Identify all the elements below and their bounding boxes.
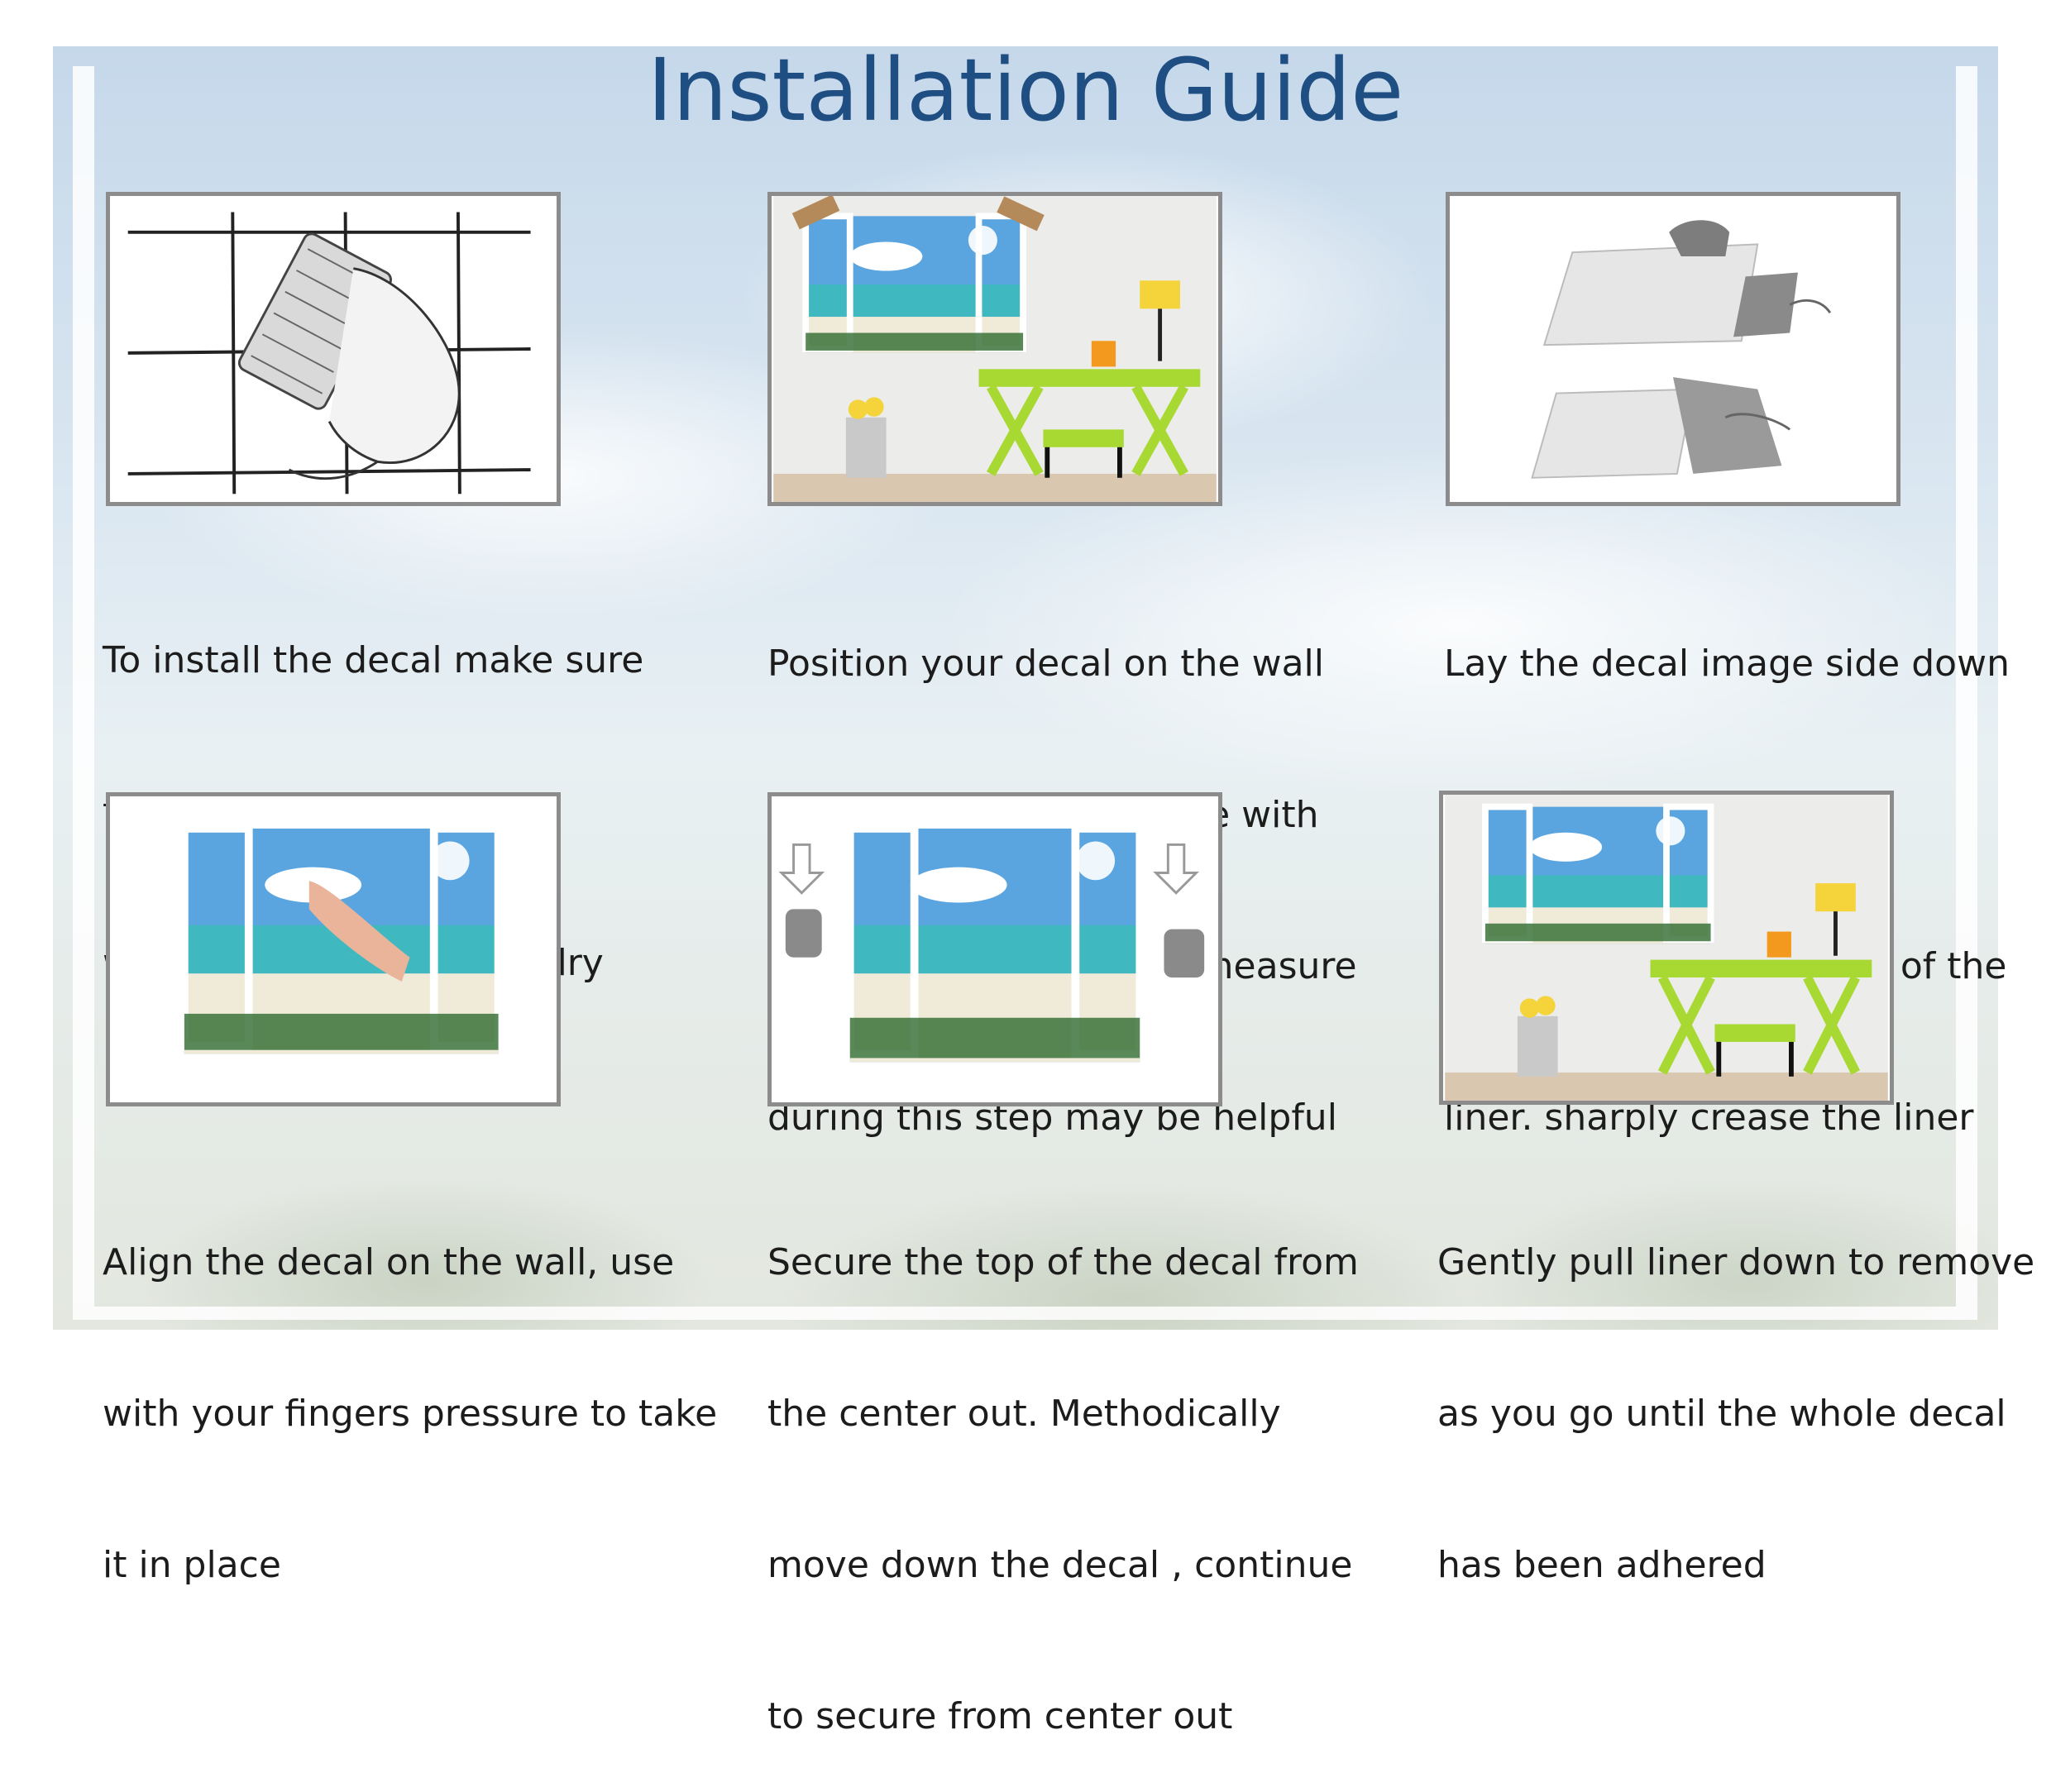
- step-6-image: [1439, 791, 1894, 1105]
- background-window-frame-right: [1956, 66, 1977, 1307]
- down-arrow-icon: [778, 843, 1199, 895]
- step-6-caption-line: Gently pull liner down to remove: [1437, 1241, 2035, 1283]
- sponge-cleaning-wall-illustration: [112, 196, 555, 502]
- step-2-caption-line: Position your decal on the wall: [767, 643, 1324, 685]
- hand: [308, 881, 410, 982]
- step-6-caption-line: has been adhered: [1437, 1544, 1767, 1586]
- hand-pressing-decal-illustration: [112, 796, 555, 1102]
- step-6-caption: Gently pull liner down to remove as you …: [1437, 1136, 2034, 1641]
- background-palms: [53, 1067, 1998, 1330]
- step-5-caption-line: the center out. Methodically: [767, 1393, 1281, 1435]
- peeling-liner-illustration: [1451, 196, 1895, 502]
- background-window-frame-left: [73, 66, 94, 1307]
- step-2-image: [767, 192, 1222, 506]
- step-1-image: [106, 192, 561, 506]
- step-3-image: [1446, 192, 1900, 506]
- lamp-shade: [1140, 280, 1180, 309]
- tape-left: [791, 196, 840, 230]
- window-decal: [802, 213, 1026, 353]
- step-5-caption-line: Secure the top of the decal from: [767, 1241, 1359, 1283]
- step-5-caption: Secure the top of the decal from the cen…: [767, 1136, 1359, 1792]
- step-4-caption-line: it in place: [103, 1544, 281, 1586]
- flower-bucket: [845, 417, 887, 478]
- page-title: Installation Guide: [647, 40, 1404, 141]
- step-4-image: [106, 792, 561, 1106]
- background-window-frame-bottom: [73, 1307, 1977, 1320]
- step-4-caption-line: with your fingers pressure to take: [103, 1393, 718, 1435]
- desk: [978, 369, 1201, 478]
- room-with-window-decal-illustration: [773, 196, 1217, 502]
- step-5-caption-line: move down the decal , continue: [767, 1544, 1353, 1586]
- step-5-caption-line: to secure from center out: [767, 1695, 1233, 1737]
- finished-room-illustration: [1445, 795, 1888, 1101]
- tape-right: [997, 196, 1045, 232]
- step-4-caption-line: Align the decal on the wall, use: [103, 1241, 675, 1283]
- step-5-image: [767, 792, 1222, 1106]
- step-6-caption-line: as you go until the whole decal: [1437, 1393, 2006, 1435]
- step-1-caption-line: To install the decal make sure: [103, 639, 644, 681]
- securing-decal-illustration: [773, 796, 1217, 1102]
- step-4-caption: Align the decal on the wall, use with yo…: [103, 1136, 717, 1641]
- step-3-caption-line: Lay the decal image side down: [1444, 643, 2010, 685]
